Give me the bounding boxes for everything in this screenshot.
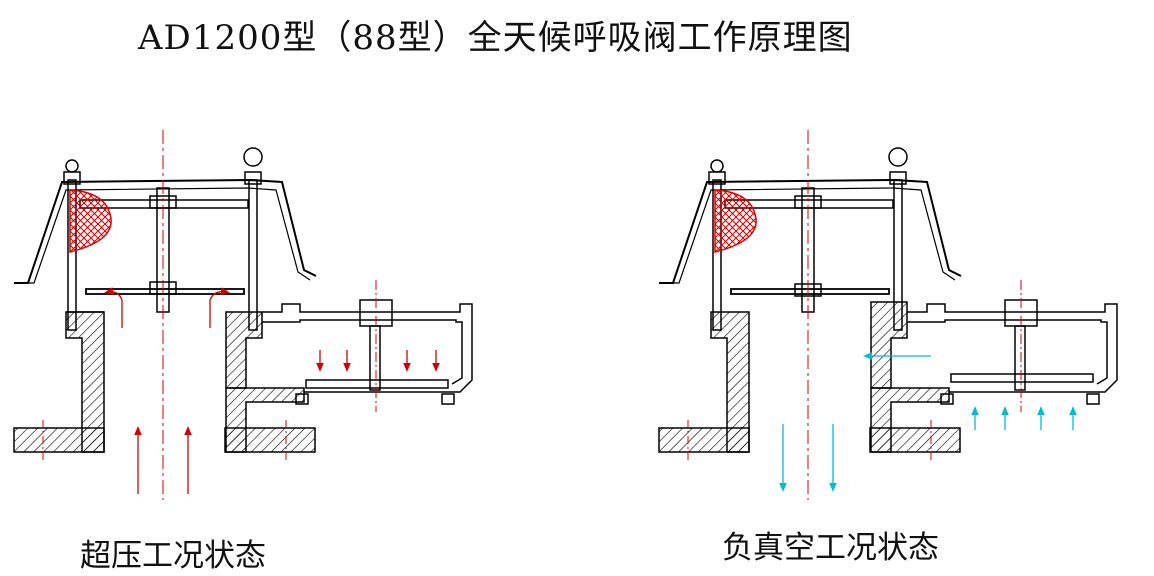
pressure-flow-arrows bbox=[104, 287, 440, 494]
valve-diagram-vacuum bbox=[658, 130, 1118, 500]
flame-arrester-icon bbox=[714, 189, 757, 253]
caption-pressure-state: 超压工况状态 bbox=[80, 538, 266, 574]
flame-arrester-icon bbox=[69, 189, 112, 253]
vacuum-flow-arrows bbox=[779, 352, 1077, 492]
diagram-title: AD1200型（88型）全天候呼吸阀工作原理图 bbox=[138, 18, 853, 58]
valve-body bbox=[13, 147, 473, 453]
valve-diagram-pressure bbox=[13, 130, 473, 500]
valve-body bbox=[658, 147, 1118, 453]
caption-vacuum-state: 负真空工况状态 bbox=[722, 530, 939, 566]
